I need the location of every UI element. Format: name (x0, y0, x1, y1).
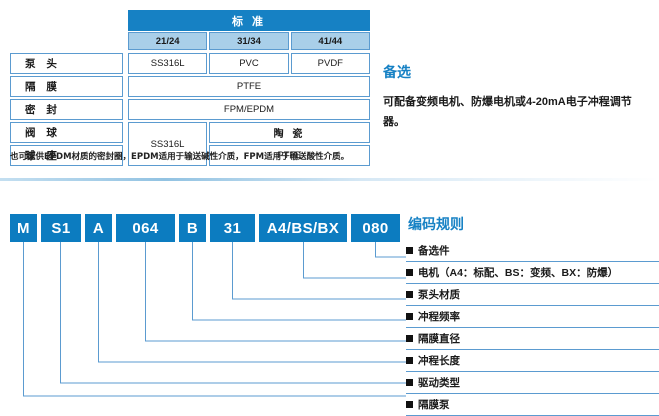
merged-row-values: SS316L 陶 瓷 PTFE (128, 122, 370, 166)
cell-valve-ball-ceramic: 陶 瓷 (209, 122, 370, 143)
code-block-080[interactable]: 080 (351, 214, 400, 242)
square-bullet-icon (406, 335, 413, 342)
merged-right-column: 陶 瓷 PTFE (209, 122, 370, 166)
square-bullet-icon (406, 247, 413, 254)
legend-item-optional-parts: 备选件 (406, 240, 659, 262)
legend-item-label: 冲程频率 (418, 311, 460, 323)
merged-row-labels: 阀 球 球 座 (10, 122, 123, 166)
legend-item-label: 隔膜泵 (418, 399, 450, 411)
coding-rules-legend: 编码规则 备选件 电机（A4：标配、BS：变频、BX：防爆） 泵头材质 冲程频率… (406, 214, 659, 416)
cell-pump-head-4144: PVDF (290, 53, 370, 74)
datasheet-page: 标 准 21/24 31/34 41/44 泵 头 SS316L PVC PVD… (0, 10, 659, 416)
cell-valve-ss316l: SS316L (128, 122, 207, 166)
legend-title: 编码规则 (408, 216, 464, 232)
legend-item-label: 冲程长度 (418, 355, 460, 367)
row-values: SS316L PVC PVDF (128, 53, 370, 74)
legend-item-label: 驱动类型 (418, 377, 460, 389)
row-label-valve-ball: 阀 球 (10, 122, 123, 143)
cell-seal-all: FPM/EPDM (128, 99, 370, 120)
legend-item-pump-head-material: 泵头材质 (406, 284, 659, 306)
legend-item-diaphragm-pump: 隔膜泵 (406, 394, 659, 416)
row-label-seal: 密 封 (10, 99, 123, 120)
code-block-31[interactable]: 31 (210, 214, 255, 242)
square-bullet-icon (406, 357, 413, 364)
square-bullet-icon (406, 401, 413, 408)
table-row: 密 封 FPM/EPDM (10, 99, 370, 120)
column-header-21-24: 21/24 (128, 32, 208, 50)
legend-item-motor: 电机（A4：标配、BS：变频、BX：防爆） (406, 262, 659, 284)
row-label-diaphragm: 隔 膜 (10, 76, 123, 97)
code-block-s1[interactable]: S1 (41, 214, 81, 242)
square-bullet-icon (406, 291, 413, 298)
cell-ball-seat-ptfe: PTFE (209, 145, 370, 166)
legend-item-diaphragm-diameter: 隔膜直径 (406, 328, 659, 350)
legend-item-label: 隔膜直径 (418, 333, 460, 345)
legend-item-drive-type: 驱动类型 (406, 372, 659, 394)
table-column-headers: 21/24 31/34 41/44 (128, 32, 370, 50)
code-block-a[interactable]: A (85, 214, 112, 242)
legend-item-stroke-length: 冲程长度 (406, 350, 659, 372)
code-block-a4-bs-bx[interactable]: A4/BS/BX (259, 214, 347, 242)
row-values: FPM/EPDM (128, 99, 370, 120)
row-label-pump-head: 泵 头 (10, 53, 123, 74)
column-header-41-44: 41/44 (290, 32, 370, 50)
square-bullet-icon (406, 379, 413, 386)
option-description: 可配备变频电机、防爆电机或4-20mA电子冲程调节器。 (383, 96, 632, 129)
section-divider (0, 178, 659, 181)
table-row: 隔 膜 PTFE (10, 76, 370, 97)
table-row: 泵 头 SS316L PVC PVDF (10, 53, 370, 74)
table-body: 泵 头 SS316L PVC PVDF 隔 膜 PTFE 密 封 FPM/EPD… (10, 53, 370, 166)
code-block-064[interactable]: 064 (116, 214, 175, 242)
cell-pump-head-3134: PVC (209, 53, 289, 74)
legend-item-label: 备选件 (418, 245, 450, 257)
row-label-ball-seat: 球 座 (10, 145, 123, 166)
legend-item-label: 电机（A4：标配、BS：变频、BX：防爆） (418, 267, 619, 279)
square-bullet-icon (406, 269, 413, 276)
code-block-b[interactable]: B (179, 214, 206, 242)
table-footnote: 也可提供EPDM材质的密封圈，EPDM适用于输送碱性介质，FPM适用于输送酸性介… (10, 152, 350, 162)
square-bullet-icon (406, 313, 413, 320)
cell-diaphragm-all: PTFE (128, 76, 370, 97)
table-row-group-valve: 阀 球 球 座 SS316L 陶 瓷 PTFE (10, 122, 370, 166)
legend-item-stroke-frequency: 冲程频率 (406, 306, 659, 328)
cell-pump-head-2124: SS316L (128, 53, 208, 74)
legend-item-label: 泵头材质 (418, 289, 460, 301)
column-header-31-34: 31/34 (209, 32, 289, 50)
code-block-m[interactable]: M (10, 214, 37, 242)
option-title: 备选 (383, 64, 411, 80)
row-values: PTFE (128, 76, 370, 97)
table-header-standard: 标 准 (128, 10, 370, 31)
option-section: 备选 可配备变频电机、防爆电机或4-20mA电子冲程调节器。 (383, 62, 653, 133)
